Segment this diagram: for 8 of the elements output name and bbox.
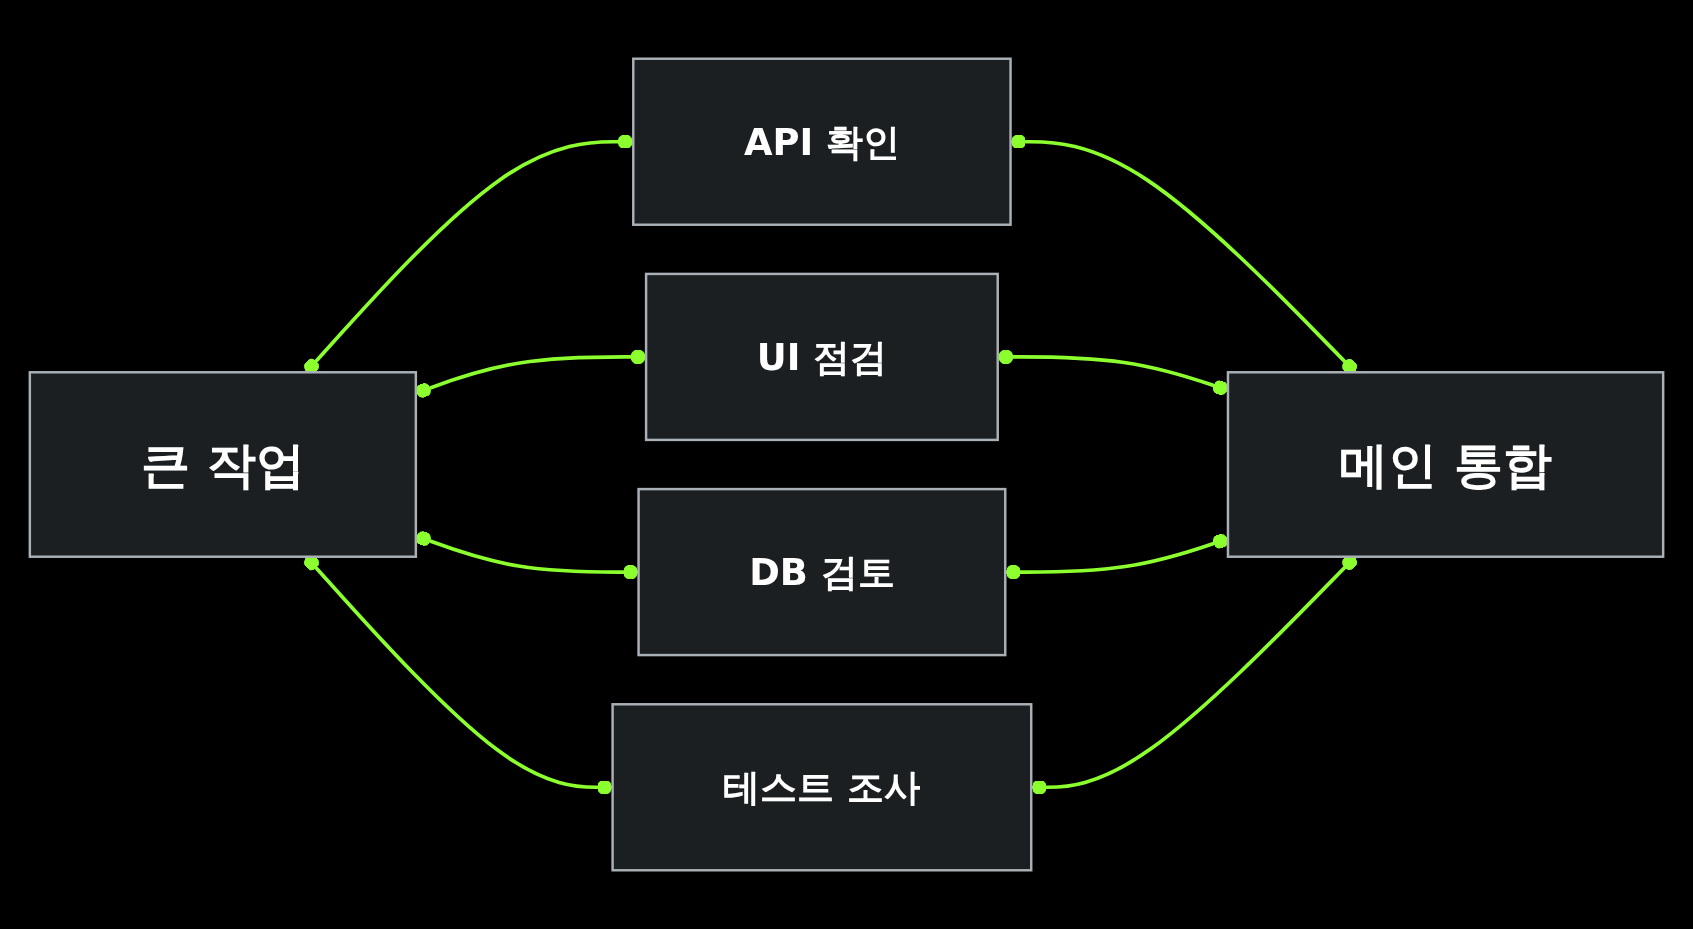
node-box: API 확인 <box>632 57 1012 226</box>
node-box: 테스트 조사 <box>611 703 1033 872</box>
node-box: 큰 작업 <box>28 371 418 558</box>
node-box: 메인 통합 <box>1226 371 1665 558</box>
connector <box>415 531 639 580</box>
node-box: DB 검토 <box>637 487 1007 657</box>
connector <box>415 349 647 398</box>
node-box: UI 점검 <box>644 272 999 442</box>
